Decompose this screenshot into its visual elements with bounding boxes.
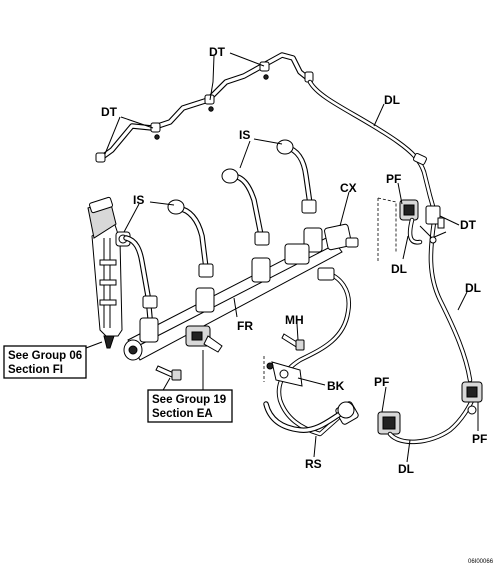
bracket xyxy=(266,361,303,387)
label-dl-mid: DL xyxy=(391,262,407,276)
label-dl-top: DL xyxy=(384,93,400,107)
callout-group06-line1: See Group 06 xyxy=(8,350,82,362)
mounting-bolt-upper xyxy=(281,333,305,351)
callout-group06: See Group 06 Section FI xyxy=(3,345,87,379)
drain-tube-fitting xyxy=(204,94,215,105)
label-is-left: IS xyxy=(133,193,144,207)
callout-group06-line2: Section FI xyxy=(8,364,63,376)
pressure-limiter xyxy=(324,223,359,251)
reference-line xyxy=(377,197,397,252)
label-mh-upper: MH xyxy=(285,313,304,327)
label-dl-right: DL xyxy=(465,281,481,295)
drain-tube-fitting xyxy=(95,152,106,163)
drain-tube-clip xyxy=(419,205,447,244)
drain-tube-fitting xyxy=(259,61,270,72)
label-dl-bottom: DL xyxy=(398,462,414,476)
rail-supply-line xyxy=(263,401,355,433)
drain-line-lower-right xyxy=(377,381,483,445)
mounting-bolt-lower xyxy=(155,365,182,381)
callout-group19-line1: See Group 19 xyxy=(152,394,226,406)
injector-supply-lines xyxy=(123,139,317,321)
label-fr: FR xyxy=(237,319,253,333)
label-pf-lower-right: PF xyxy=(472,432,487,446)
label-rs: RS xyxy=(305,457,322,471)
fuel-rail xyxy=(123,227,343,361)
label-dt-left: DT xyxy=(101,105,118,119)
figure-number: 06I00066 xyxy=(468,559,494,565)
drain-tube-assembly xyxy=(95,52,314,163)
label-cx: CX xyxy=(340,181,357,195)
label-dt-top: DT xyxy=(209,45,226,59)
drain-line-upper xyxy=(307,79,473,383)
label-pf-top: PF xyxy=(386,172,401,186)
callout-group19-line2: Section EA xyxy=(152,408,213,420)
label-is-top: IS xyxy=(239,128,250,142)
pf-fitting-upper xyxy=(399,199,423,245)
callout-group19: See Group 19 Section EA xyxy=(147,389,233,423)
fuel-injector xyxy=(87,196,131,349)
label-bk: BK xyxy=(327,379,345,393)
label-pf-lower-left: PF xyxy=(374,375,389,389)
label-dt-right: DT xyxy=(460,218,477,232)
